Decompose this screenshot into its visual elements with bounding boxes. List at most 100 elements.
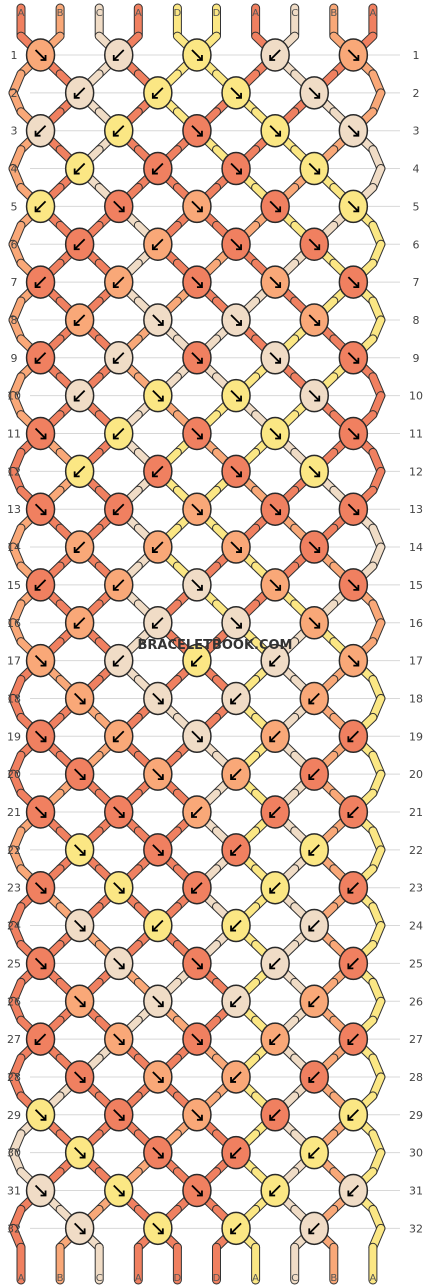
knot[interactable] bbox=[25, 1022, 56, 1056]
knot[interactable] bbox=[25, 189, 56, 224]
knot[interactable] bbox=[143, 454, 173, 489]
knot[interactable] bbox=[299, 1211, 329, 1246]
knot[interactable] bbox=[260, 113, 290, 148]
knot[interactable] bbox=[64, 1135, 95, 1170]
knot[interactable] bbox=[104, 341, 134, 375]
knot[interactable] bbox=[104, 946, 134, 981]
knot[interactable] bbox=[221, 530, 251, 564]
knot[interactable] bbox=[182, 719, 212, 754]
knot[interactable] bbox=[260, 1022, 290, 1056]
knot[interactable] bbox=[25, 719, 56, 754]
knot[interactable] bbox=[338, 1173, 369, 1208]
knot[interactable] bbox=[143, 530, 173, 564]
knot[interactable] bbox=[299, 984, 329, 1018]
knot[interactable] bbox=[299, 76, 329, 110]
knot[interactable] bbox=[221, 833, 251, 867]
knot[interactable] bbox=[260, 643, 290, 678]
knot[interactable] bbox=[104, 416, 134, 451]
knot[interactable] bbox=[25, 265, 56, 299]
knot[interactable] bbox=[143, 1135, 173, 1170]
knot[interactable] bbox=[64, 227, 95, 261]
knot[interactable] bbox=[104, 1098, 134, 1132]
knot[interactable] bbox=[338, 870, 369, 905]
knot[interactable] bbox=[143, 1060, 173, 1094]
knot[interactable] bbox=[64, 606, 95, 640]
knot[interactable] bbox=[221, 76, 251, 110]
knot[interactable] bbox=[64, 454, 95, 489]
knot[interactable] bbox=[338, 113, 369, 148]
knot[interactable] bbox=[25, 492, 56, 526]
knot[interactable] bbox=[338, 1022, 369, 1056]
knot[interactable] bbox=[299, 454, 329, 489]
knot[interactable] bbox=[143, 908, 173, 943]
knot[interactable] bbox=[338, 1098, 369, 1132]
knot[interactable] bbox=[260, 492, 290, 526]
knot[interactable] bbox=[338, 492, 369, 526]
knot[interactable] bbox=[64, 303, 95, 337]
knot[interactable] bbox=[143, 681, 173, 716]
knot[interactable] bbox=[143, 227, 173, 261]
knot[interactable] bbox=[299, 530, 329, 564]
knot[interactable] bbox=[143, 378, 173, 413]
knot[interactable] bbox=[221, 984, 251, 1018]
knot[interactable] bbox=[221, 908, 251, 943]
knot[interactable] bbox=[64, 530, 95, 564]
knot[interactable] bbox=[143, 303, 173, 337]
knot[interactable] bbox=[64, 908, 95, 943]
knot[interactable] bbox=[143, 833, 173, 867]
knot[interactable] bbox=[104, 1022, 134, 1056]
knot[interactable] bbox=[182, 341, 212, 375]
knot[interactable] bbox=[143, 757, 173, 791]
knot[interactable] bbox=[338, 643, 369, 678]
knot[interactable] bbox=[260, 568, 290, 602]
knot[interactable] bbox=[260, 719, 290, 754]
knot[interactable] bbox=[260, 189, 290, 224]
knot[interactable] bbox=[25, 416, 56, 451]
knot[interactable] bbox=[64, 151, 95, 186]
knot[interactable] bbox=[182, 113, 212, 148]
knot[interactable] bbox=[221, 1135, 251, 1170]
knot[interactable] bbox=[64, 1211, 95, 1246]
knot[interactable] bbox=[260, 795, 290, 829]
knot[interactable] bbox=[64, 378, 95, 413]
knot[interactable] bbox=[64, 76, 95, 110]
knot[interactable] bbox=[338, 189, 369, 224]
knot[interactable] bbox=[182, 492, 212, 526]
knot[interactable] bbox=[182, 870, 212, 905]
knot[interactable] bbox=[338, 416, 369, 451]
knot[interactable] bbox=[25, 795, 56, 829]
knot[interactable] bbox=[299, 681, 329, 716]
knot[interactable] bbox=[338, 568, 369, 602]
knot[interactable] bbox=[299, 303, 329, 337]
knot[interactable] bbox=[104, 492, 134, 526]
knot[interactable] bbox=[221, 303, 251, 337]
knot[interactable] bbox=[338, 719, 369, 754]
knot[interactable] bbox=[64, 984, 95, 1018]
knot[interactable] bbox=[299, 908, 329, 943]
knot[interactable] bbox=[299, 227, 329, 261]
knot[interactable] bbox=[25, 946, 56, 981]
knot[interactable] bbox=[25, 870, 56, 905]
knot[interactable] bbox=[25, 38, 56, 72]
knot[interactable] bbox=[104, 189, 134, 224]
knot[interactable] bbox=[221, 378, 251, 413]
knot[interactable] bbox=[104, 38, 134, 72]
knot[interactable] bbox=[64, 757, 95, 791]
knot[interactable] bbox=[260, 341, 290, 375]
knot[interactable] bbox=[338, 341, 369, 375]
knot[interactable] bbox=[182, 795, 212, 829]
knot[interactable] bbox=[299, 378, 329, 413]
knot[interactable] bbox=[64, 833, 95, 867]
knot[interactable] bbox=[221, 227, 251, 261]
knot[interactable] bbox=[221, 606, 251, 640]
knot[interactable] bbox=[64, 681, 95, 716]
knot[interactable] bbox=[260, 1173, 290, 1208]
knot[interactable] bbox=[182, 189, 212, 224]
knot[interactable] bbox=[221, 757, 251, 791]
knot[interactable] bbox=[299, 757, 329, 791]
knot[interactable] bbox=[25, 1173, 56, 1208]
knot[interactable] bbox=[182, 416, 212, 451]
knot[interactable] bbox=[104, 265, 134, 299]
knot[interactable] bbox=[143, 984, 173, 1018]
knot[interactable] bbox=[64, 1060, 95, 1094]
